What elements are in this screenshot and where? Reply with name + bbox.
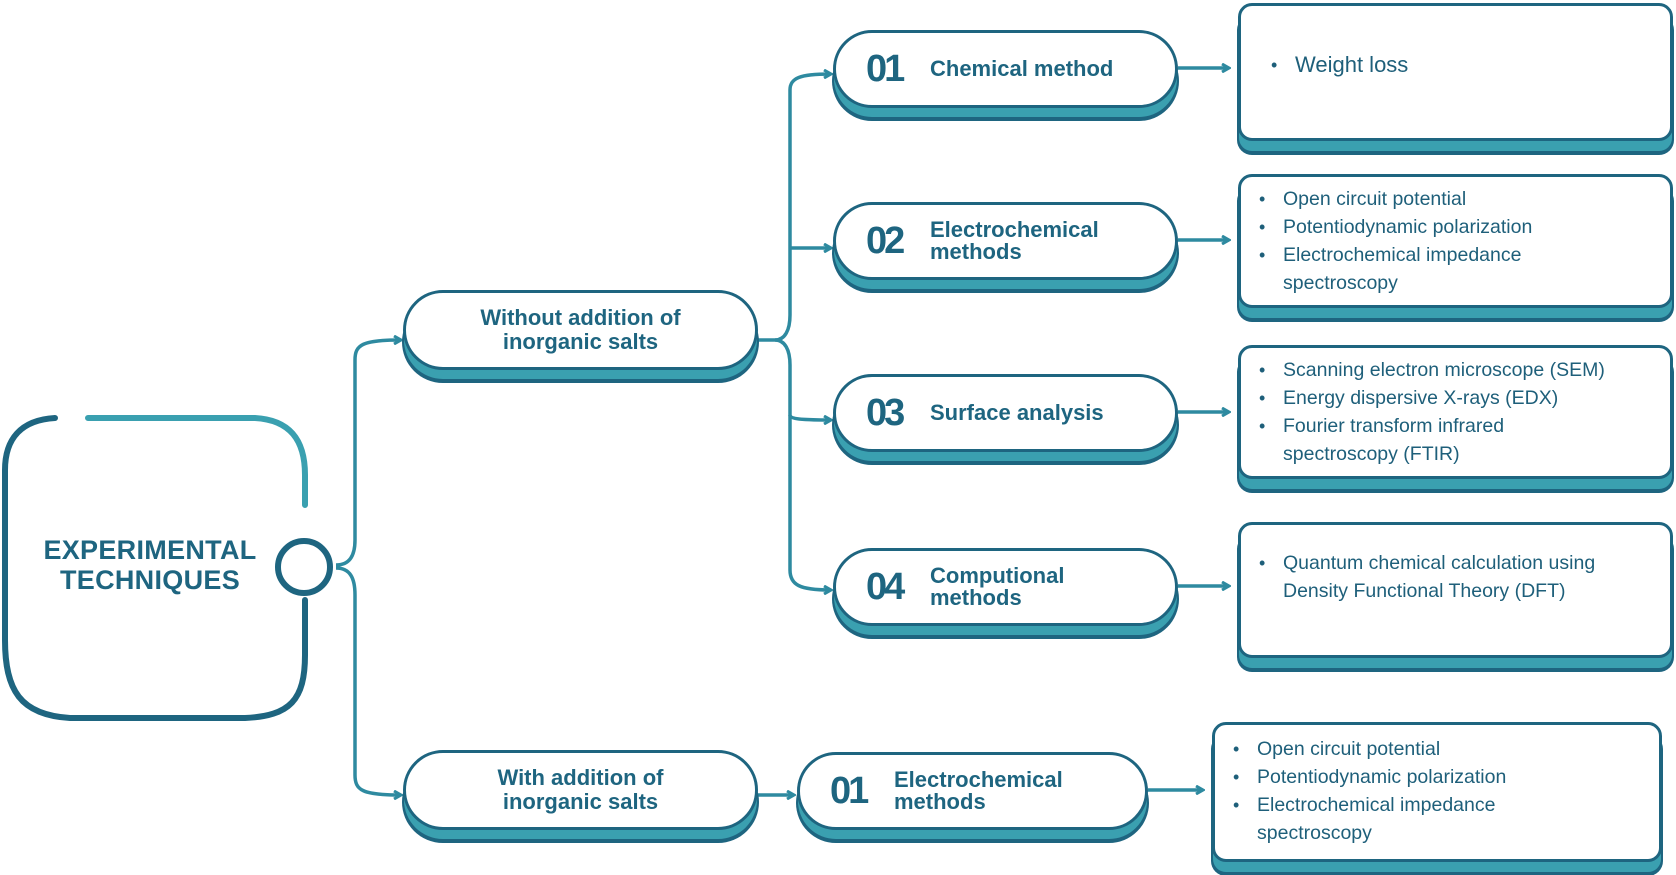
root-title: EXPERIMENTAL TECHNIQUES (43, 535, 257, 595)
method-number: 01 (866, 48, 905, 90)
detail-item: Potentiodynamic polarization (1259, 213, 1660, 241)
branch-with-salts: With addition of inorganic salts (403, 750, 758, 830)
detail-item: Quantum chemical calculation using Densi… (1259, 549, 1623, 605)
branch-label: With addition of inorganic salts (497, 765, 664, 814)
detail-item: Electrochemical impedance spectroscopy (1233, 791, 1567, 847)
detail-item: Energy dispersive X-rays (EDX) (1259, 384, 1666, 412)
detail-item: Fourier transform infrared spectroscopy … (1259, 412, 1583, 468)
method-number: 01 (830, 770, 869, 812)
detail-item: Potentiodynamic polarization (1233, 763, 1649, 791)
method-label: Electrochemical methods (894, 767, 1063, 814)
branch-without-salts: Without addition of inorganic salts (403, 290, 758, 370)
method-label: Surface analysis (930, 400, 1104, 425)
detail-item: Scanning electron microscope (SEM) (1259, 356, 1666, 384)
branch-label: Without addition of inorganic salts (480, 305, 681, 354)
method-label: Electrochemical methods (930, 217, 1099, 264)
method-electrochemical: 02 Electrochemical methods (833, 202, 1178, 280)
method-chemical: 01 Chemical method (833, 30, 1178, 108)
detail-box-electrochemical: Open circuit potential Potentiodynamic p… (1238, 174, 1673, 308)
method-label: Computional methods (930, 563, 1065, 610)
method-label: Chemical method (930, 56, 1114, 81)
detail-item: Electrochemical impedance spectroscopy (1259, 241, 1583, 297)
detail-item: Weight loss (1271, 51, 1660, 79)
detail-item: Open circuit potential (1233, 735, 1649, 763)
detail-box-surface-analysis: Scanning electron microscope (SEM) Energ… (1238, 345, 1673, 479)
root-connector-knob (275, 538, 333, 596)
detail-box-computational: Quantum chemical calculation using Densi… (1238, 522, 1673, 658)
detail-box-electrochemical-with: Open circuit potential Potentiodynamic p… (1212, 722, 1662, 862)
method-number: 03 (866, 392, 905, 434)
detail-item: Open circuit potential (1259, 185, 1660, 213)
method-number: 02 (866, 220, 905, 262)
method-electrochemical-with: 01 Electrochemical methods (797, 752, 1148, 830)
method-surface-analysis: 03 Surface analysis (833, 374, 1178, 452)
method-number: 04 (866, 566, 905, 608)
root-node: EXPERIMENTAL TECHNIQUES (0, 410, 310, 720)
method-computational: 04 Computional methods (833, 548, 1178, 626)
detail-box-chemical: Weight loss (1238, 3, 1673, 141)
